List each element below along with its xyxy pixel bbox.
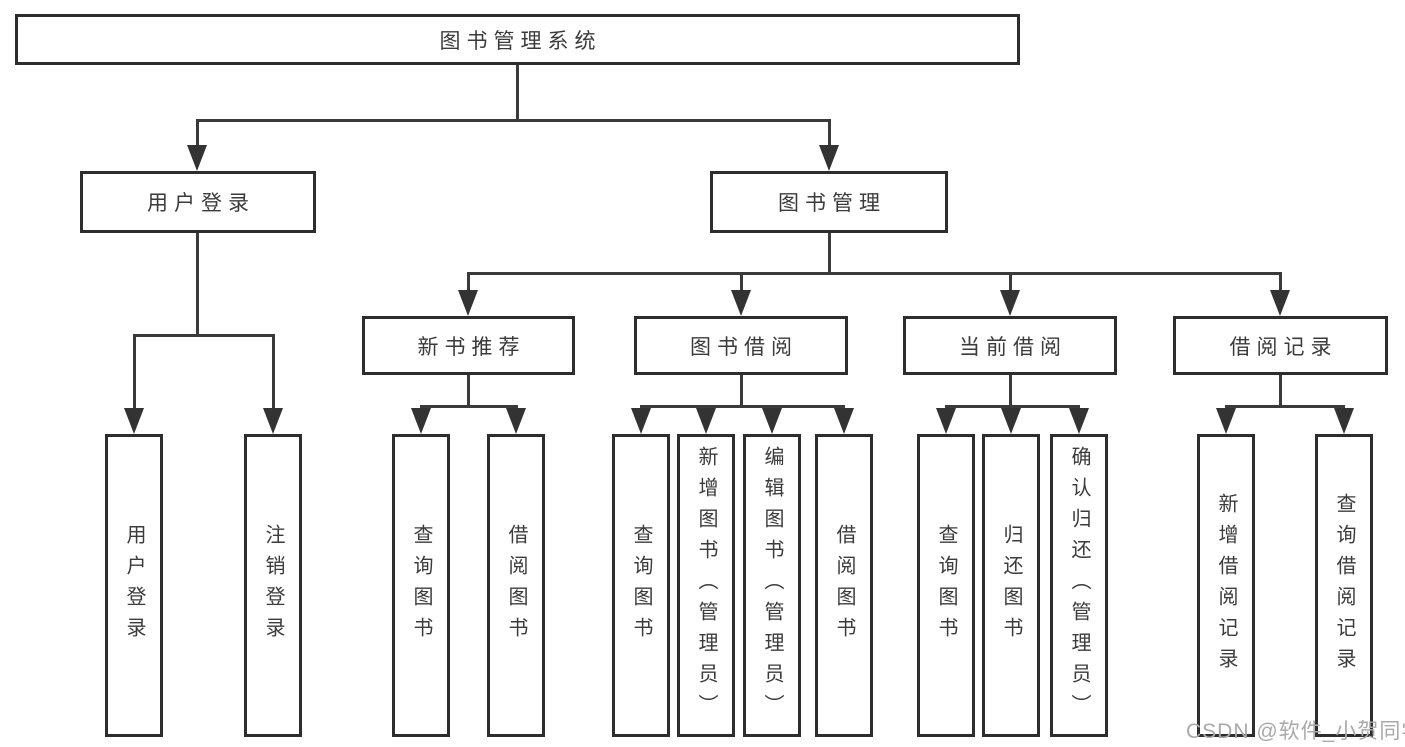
connector-line bbox=[740, 375, 743, 407]
node-new-book-recommend: 新书推荐 bbox=[362, 316, 575, 375]
connector-line bbox=[467, 272, 470, 294]
connector-line bbox=[516, 65, 519, 122]
leaf-label: 归还图书 bbox=[1000, 523, 1022, 648]
arrowhead-down-icon bbox=[187, 145, 207, 171]
arrowhead-down-icon bbox=[696, 408, 716, 434]
leaf-query-books: 查询图书 bbox=[612, 434, 670, 737]
connector-line bbox=[1279, 272, 1282, 294]
connector-line bbox=[1009, 375, 1012, 407]
connector-line bbox=[1009, 272, 1012, 294]
connector-line bbox=[133, 334, 136, 412]
node-root-system: 图书管理系统 bbox=[15, 14, 1020, 65]
connector-line bbox=[945, 405, 1080, 408]
connector-line bbox=[467, 375, 470, 407]
leaf-label: 查询图书 bbox=[410, 523, 432, 648]
arrowhead-down-icon bbox=[263, 408, 283, 434]
leaf-logout: 注销登录 bbox=[244, 434, 302, 737]
connector-line bbox=[1279, 375, 1282, 407]
arrowhead-down-icon bbox=[762, 408, 782, 434]
arrowhead-down-icon bbox=[936, 408, 956, 434]
leaf-confirm-return-admin: 确认归还（管理员） bbox=[1050, 434, 1108, 737]
arrowhead-down-icon bbox=[1216, 408, 1236, 434]
arrowhead-down-icon bbox=[631, 408, 651, 434]
leaf-label: 借阅图书 bbox=[505, 523, 527, 648]
leaf-query-books: 查询图书 bbox=[392, 434, 450, 737]
leaf-add-books-admin: 新增图书（管理员） bbox=[677, 434, 735, 737]
leaf-query-borrow-record: 查询借阅记录 bbox=[1315, 434, 1373, 737]
arrowhead-down-icon bbox=[1334, 408, 1354, 434]
arrowhead-down-icon bbox=[458, 290, 478, 316]
connector-line bbox=[133, 334, 275, 337]
leaf-return-books: 归还图书 bbox=[982, 434, 1040, 737]
connector-line bbox=[640, 405, 845, 408]
node-current-borrow: 当前借阅 bbox=[903, 316, 1117, 375]
arrowhead-down-icon bbox=[1270, 290, 1290, 316]
arrowhead-down-icon bbox=[1000, 290, 1020, 316]
arrowhead-down-icon bbox=[124, 408, 144, 434]
leaf-user-login: 用户登录 bbox=[105, 434, 163, 737]
arrowhead-down-icon bbox=[506, 408, 526, 434]
node-book-management: 图书管理 bbox=[710, 171, 948, 233]
csdn-watermark: CSDN @软件_小贺同学 bbox=[1186, 720, 1405, 743]
leaf-query-books: 查询图书 bbox=[917, 434, 975, 737]
connector-line bbox=[196, 233, 199, 336]
leaf-label: 注销登录 bbox=[262, 523, 284, 648]
arrowhead-down-icon bbox=[819, 145, 839, 171]
connector-line bbox=[828, 119, 831, 151]
node-book-borrow: 图书借阅 bbox=[634, 316, 848, 375]
leaf-label: 借阅图书 bbox=[833, 523, 855, 648]
leaf-label: 用户登录 bbox=[123, 523, 145, 648]
arrowhead-down-icon bbox=[834, 408, 854, 434]
connector-line bbox=[828, 233, 831, 274]
leaf-label: 确认归还（管理员） bbox=[1068, 446, 1090, 725]
leaf-label: 查询图书 bbox=[935, 523, 957, 648]
leaf-borrow-books: 借阅图书 bbox=[815, 434, 873, 737]
arrowhead-down-icon bbox=[1069, 408, 1089, 434]
connector-line bbox=[740, 272, 743, 294]
leaf-label: 查询图书 bbox=[630, 523, 652, 648]
node-user-login: 用户登录 bbox=[80, 171, 316, 233]
connector-line bbox=[420, 405, 518, 408]
connector-line bbox=[467, 272, 1282, 275]
leaf-label: 新增借阅记录 bbox=[1215, 492, 1237, 679]
leaf-label: 编辑图书（管理员） bbox=[761, 446, 783, 725]
connector-line bbox=[196, 119, 199, 151]
leaf-label: 查询借阅记录 bbox=[1333, 492, 1355, 679]
leaf-add-borrow-record: 新增借阅记录 bbox=[1197, 434, 1255, 737]
leaf-borrow-books: 借阅图书 bbox=[487, 434, 545, 737]
connector-line bbox=[1225, 405, 1345, 408]
arrowhead-down-icon bbox=[1001, 408, 1021, 434]
leaf-label: 新增图书（管理员） bbox=[695, 446, 717, 725]
arrowhead-down-icon bbox=[731, 290, 751, 316]
connector-line bbox=[196, 119, 831, 122]
leaf-edit-books-admin: 编辑图书（管理员） bbox=[743, 434, 801, 737]
connector-line bbox=[272, 334, 275, 412]
node-borrow-records: 借阅记录 bbox=[1173, 316, 1388, 375]
arrowhead-down-icon bbox=[411, 408, 431, 434]
